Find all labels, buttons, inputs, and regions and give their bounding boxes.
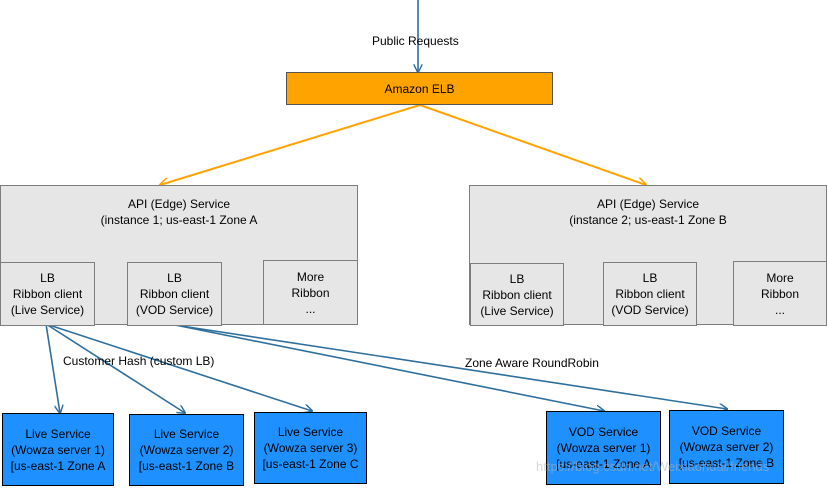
live-server-3: Live Service (Wowza server 3) [us-east-1… bbox=[254, 412, 367, 484]
vod-server-1: VOD Service (Wowza server 1) [us-east-1 … bbox=[546, 411, 661, 485]
server-line: [us-east-1 Zone A bbox=[10, 458, 106, 473]
customer-hash-label: Customer Hash (custom LB) bbox=[63, 354, 215, 368]
server-line: [us-east-1 Zone A bbox=[556, 457, 651, 471]
server-line: (Wowza server 1) bbox=[11, 442, 105, 457]
amazon-elb-label: Amazon ELB bbox=[384, 81, 455, 96]
zone-aware-label: Zone Aware RoundRobin bbox=[465, 356, 599, 370]
server-line: [us-east-1 Zone B bbox=[138, 459, 235, 473]
ribbon-more-2: More Ribbon ... bbox=[733, 261, 827, 326]
ribbon-line: (Live Service) bbox=[480, 303, 554, 318]
server-line: Live Service bbox=[153, 427, 220, 441]
ribbon-line: Ribbon bbox=[291, 285, 330, 300]
ribbon-line: Ribbon bbox=[760, 286, 800, 301]
ribbon-client-live-1: LB Ribbon client (Live Service) bbox=[0, 262, 95, 326]
live-to-server2-arrow bbox=[45, 323, 185, 413]
server-line: Live Service bbox=[25, 426, 91, 441]
server-line: (Wowza server 1) bbox=[556, 441, 651, 455]
watermark: https://blog.csdn.net/Weixiaohuai/friend… bbox=[536, 459, 770, 474]
ribbon-line: (VOD Service) bbox=[611, 303, 689, 317]
vod-to-server1-arrow bbox=[174, 324, 604, 411]
api-service-2-subtitle: (instance 2; us-east-1 Zone B bbox=[569, 213, 727, 227]
live-server-2: Live Service (Wowza server 2) [us-east-1… bbox=[129, 414, 244, 486]
public-requests-label: Public Requests bbox=[372, 34, 459, 48]
vod-server-2: VOD Service (Wowza server 2) [us-east-1 … bbox=[669, 410, 784, 484]
ribbon-line: LB bbox=[642, 271, 658, 285]
server-line: [us-east-1 Zone B bbox=[678, 456, 775, 470]
ribbon-line: Ribbon client bbox=[615, 287, 685, 301]
server-line: Live Service bbox=[277, 425, 344, 439]
elb-to-api2-arrow bbox=[419, 104, 646, 185]
server-line: [us-east-1 Zone C bbox=[262, 457, 359, 471]
elb-to-api1-arrow bbox=[160, 104, 421, 185]
ribbon-line: LB bbox=[509, 271, 525, 286]
live-to-server3-arrow bbox=[45, 323, 312, 411]
ribbon-line: ... bbox=[774, 302, 785, 317]
ribbon-client-live-2: LB Ribbon client (Live Service) bbox=[470, 263, 564, 326]
amazon-elb-box: Amazon ELB bbox=[286, 72, 553, 105]
ribbon-line: ... bbox=[305, 301, 316, 316]
api-service-2-title: API (Edge) Service bbox=[596, 197, 700, 211]
ribbon-line: LB bbox=[167, 271, 182, 285]
api-service-1-title: API (Edge) Service bbox=[127, 197, 231, 211]
server-line: VOD Service bbox=[568, 425, 639, 439]
server-line: (Wowza server 2) bbox=[679, 440, 774, 454]
ribbon-more-1: More Ribbon ... bbox=[263, 260, 358, 325]
ribbon-line: (Live Service) bbox=[10, 303, 85, 317]
vod-to-server2-arrow bbox=[174, 324, 727, 409]
live-server-1: Live Service (Wowza server 1) [us-east-1… bbox=[2, 413, 114, 486]
api-service-1-subtitle: (instance 1; us-east-1 Zone A bbox=[100, 213, 258, 227]
ribbon-line: More bbox=[296, 269, 325, 284]
ribbon-client-vod-2: LB Ribbon client (VOD Service) bbox=[603, 262, 697, 326]
live-to-server1-arrow bbox=[45, 323, 60, 413]
ribbon-line: LB bbox=[40, 271, 55, 285]
server-line: (Wowza server 2) bbox=[139, 443, 234, 457]
ribbon-client-vod-1: LB Ribbon client (VOD Service) bbox=[127, 262, 222, 326]
ribbon-line: (VOD Service) bbox=[135, 303, 214, 317]
server-line: VOD Service bbox=[691, 424, 762, 438]
server-line: (Wowza server 3) bbox=[263, 441, 358, 455]
ribbon-line: Ribbon client bbox=[12, 287, 83, 301]
ribbon-line: More bbox=[766, 270, 794, 285]
ribbon-line: Ribbon client bbox=[482, 287, 552, 302]
ribbon-line: Ribbon client bbox=[139, 287, 210, 301]
